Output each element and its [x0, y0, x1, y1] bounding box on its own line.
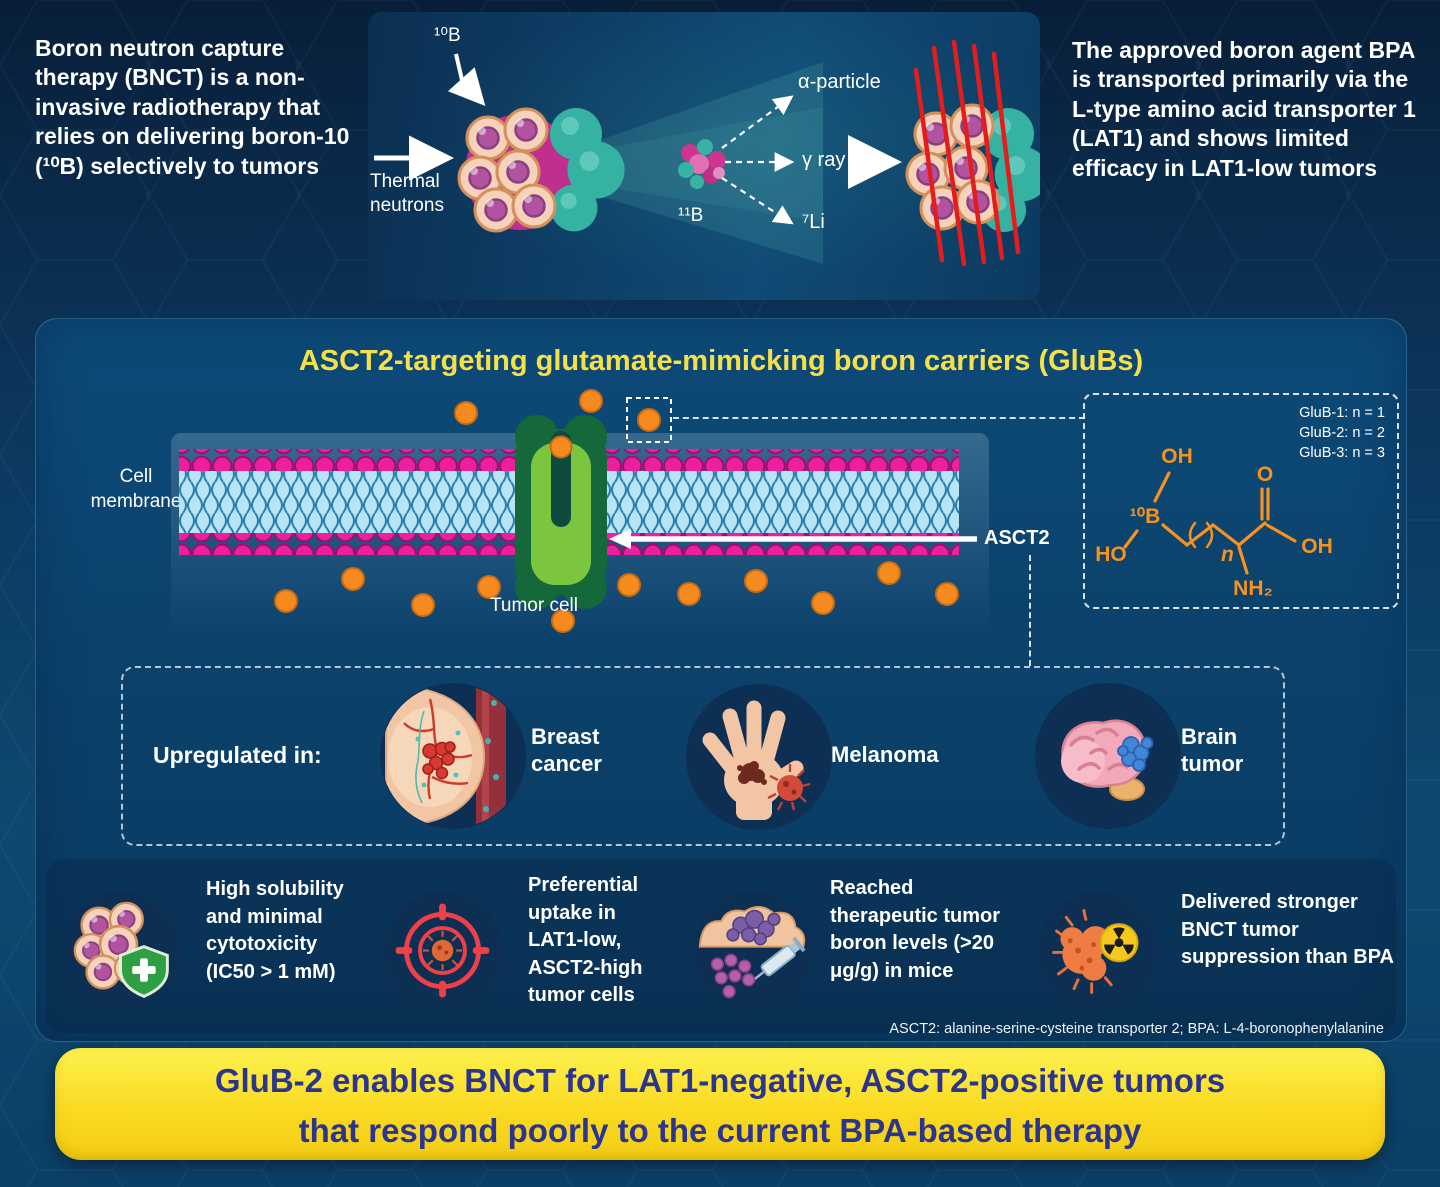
svg-text:OH: OH: [1301, 535, 1333, 558]
feature-boron-levels-text: Reached therapeutic tumor boron levels (…: [830, 877, 1001, 982]
feature-suppression-text: Delivered stronger BNCT tumor suppressio…: [1181, 891, 1394, 969]
panel-title: ASCT2-targeting glutamate-mimicking boro…: [298, 345, 1144, 377]
gamma-ray-label: γ ray: [802, 149, 846, 171]
tumor-cell-label: Tumor cell: [490, 595, 578, 616]
svg-text:OH: OH: [1161, 445, 1193, 468]
radiation-cell-icon: [1037, 890, 1159, 1012]
banner-line-1: GluB-2 enables BNCT for LAT1-negative, A…: [214, 1062, 1226, 1099]
svg-text:¹⁰B: ¹⁰B: [1130, 505, 1161, 528]
banner-line-2: that respond poorly to the current BPA-b…: [298, 1112, 1142, 1150]
tissue-syringe-icon: [692, 890, 814, 1012]
cells-shield-icon: [60, 890, 182, 1012]
boron10-label: ¹⁰B: [434, 25, 461, 46]
brain-tumor-label: Brain tumor: [1181, 724, 1244, 776]
thermal-neutrons-label: Thermal neutrons: [370, 171, 444, 216]
dashed-connector-horizontal: [673, 417, 1085, 419]
conclusion-banner: GluB-2 enables BNCT for LAT1-negative, A…: [55, 1048, 1385, 1160]
bnct-reaction-svg: [374, 39, 1040, 267]
bnct-reaction-diagram: ¹⁰B Thermal neutrons α-particle γ ray ⁷L…: [368, 12, 1040, 300]
header-section: Boron neutron capture therapy (BNCT) is …: [0, 0, 1440, 312]
upregulated-box: Upregulated in:: [121, 666, 1285, 846]
asct2-transporter: [515, 415, 607, 609]
svg-text:HO: HO: [1095, 543, 1127, 566]
melanoma-icon: [684, 682, 834, 832]
bpa-limitation-text: The approved boron agent BPA is transpor…: [1072, 37, 1416, 181]
membrane-illustration: [171, 389, 989, 633]
glub-chemical-structure: OH ¹⁰B HO n O OH NH₂: [1095, 445, 1333, 600]
glub-variants: GluB-1: n = 1 GluB-2: n = 2 GluB-3: n = …: [1299, 403, 1385, 463]
svg-text:O: O: [1257, 463, 1273, 486]
glub3-variant: GluB-3: n = 3: [1299, 445, 1385, 461]
glub1-variant: GluB-1: n = 1: [1299, 405, 1385, 421]
glub2-variant: GluB-2: n = 2: [1299, 425, 1385, 441]
feature-uptake-text: Preferential uptake in LAT1-low, ASCT2-h…: [528, 874, 643, 1007]
breast-cancer-icon: [378, 681, 528, 831]
glub-molecules: [274, 389, 959, 633]
abbreviations-footnote: ASCT2: alanine-serine-cysteine transport…: [889, 1021, 1384, 1037]
glubs-panel: ASCT2-targeting glutamate-mimicking boro…: [35, 318, 1407, 1042]
glub-structure-box: GluB-1: n = 1 GluB-2: n = 2 GluB-3: n = …: [1083, 393, 1399, 609]
breast-cancer-label: Breast cancer: [531, 724, 602, 776]
dashed-connector-vertical: [1029, 555, 1031, 666]
bnct-intro-text: Boron neutron capture therapy (BNCT) is …: [35, 35, 350, 179]
boron11-label: ¹¹B: [678, 205, 704, 226]
brain-tumor-icon: [1033, 681, 1183, 831]
lithium7-label: ⁷Li: [802, 211, 825, 233]
target-icon: [382, 890, 504, 1012]
svg-text:NH₂: NH₂: [1233, 577, 1273, 600]
feature-solubility-text: High solubility and minimal cytotoxicity…: [206, 878, 344, 983]
upregulated-label: Upregulated in:: [153, 742, 322, 768]
cell-membrane-label: Cell membrane: [90, 466, 182, 512]
melanoma-label: Melanoma: [831, 742, 939, 767]
alpha-particle-label: α-particle: [798, 71, 881, 93]
svg-text:n: n: [1221, 543, 1234, 566]
asct2-label: ASCT2: [984, 527, 1050, 549]
